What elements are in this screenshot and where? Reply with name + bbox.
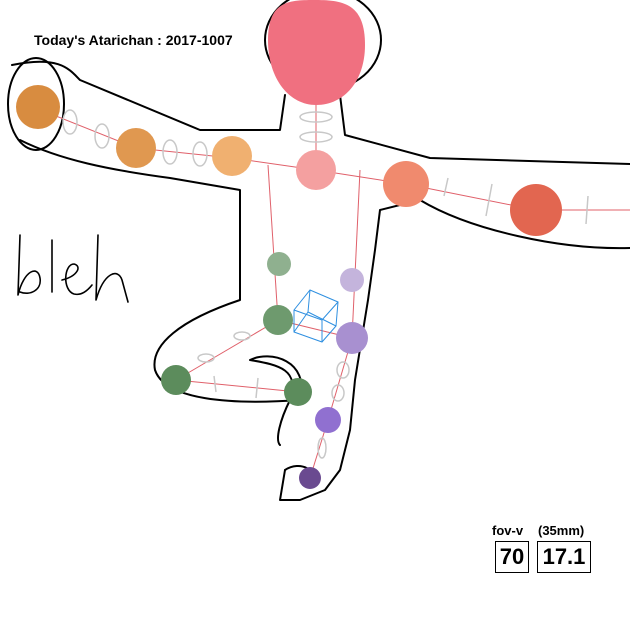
left-side-outline <box>19 139 301 403</box>
body-outline <box>7 0 630 501</box>
rotation-rings <box>62 92 589 459</box>
hip-green-joint[interactable] <box>263 305 293 335</box>
joint-group <box>16 0 562 489</box>
transform-gizmo[interactable] <box>293 289 339 343</box>
fov-value-field[interactable]: 70 <box>495 541 529 573</box>
head-joint[interactable] <box>268 0 365 105</box>
foot-green-joint[interactable] <box>284 378 312 406</box>
fov-label: fov-v <box>492 523 524 538</box>
left-arm-top-outline <box>339 94 630 165</box>
right-elbow-joint[interactable] <box>116 128 156 168</box>
chest-joint[interactable] <box>296 150 336 190</box>
focal-length-value-field[interactable]: 17.1 <box>537 541 591 573</box>
foot-purple-joint[interactable] <box>299 467 321 489</box>
arm-top-outline <box>11 60 286 131</box>
right-shoulder-joint[interactable] <box>212 136 252 176</box>
page-title: Today's Atarichan : 2017-1007 <box>34 32 233 48</box>
upper-leg-purple-joint[interactable] <box>340 268 364 292</box>
focal-length-label: (35mm) <box>538 523 585 538</box>
right-side-outline <box>279 199 630 501</box>
knee-green-joint[interactable] <box>161 365 191 395</box>
right-hand-outline <box>7 57 65 151</box>
upper-leg-green-joint[interactable] <box>267 252 291 276</box>
left-shoulder-joint[interactable] <box>383 161 429 207</box>
left-hand-joint[interactable] <box>510 184 562 236</box>
knee-outline <box>249 355 303 446</box>
hip-purple-joint[interactable] <box>336 322 368 354</box>
bleh-doodle <box>17 234 129 303</box>
knee-purple-joint[interactable] <box>315 407 341 433</box>
right-hand-joint[interactable] <box>16 85 60 129</box>
